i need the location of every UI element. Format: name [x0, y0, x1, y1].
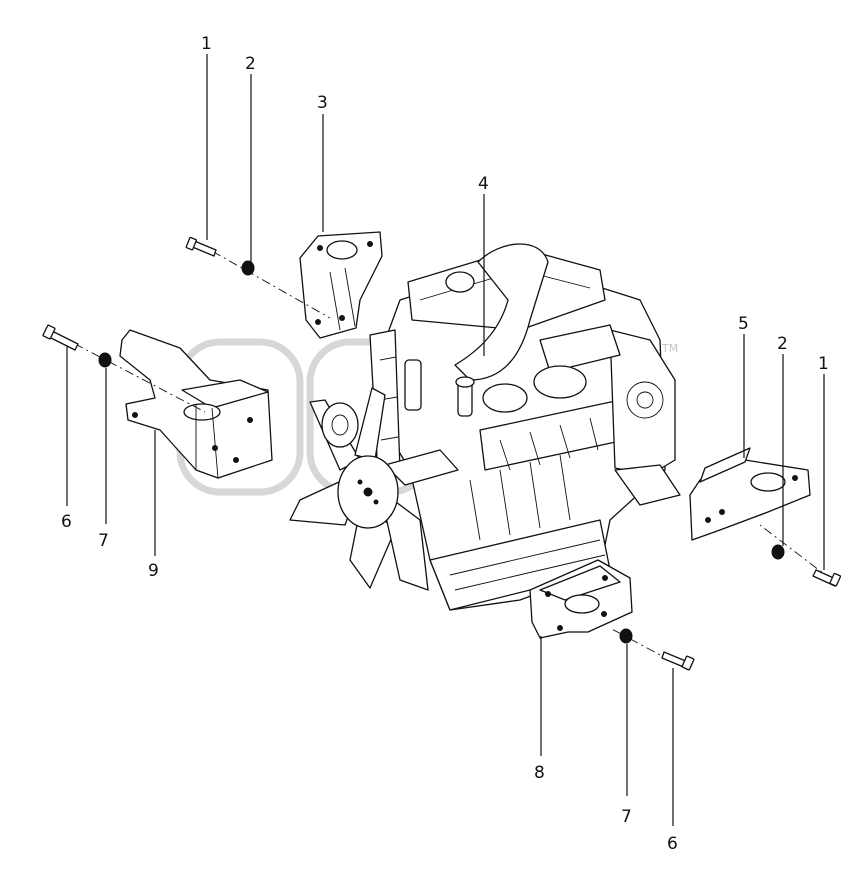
engine-mount-bracket-3 [299, 231, 383, 339]
callout-3: 3 [317, 93, 328, 113]
engine-mount-bracket-8 [529, 559, 633, 639]
watermark-trademark: TM [661, 342, 678, 355]
engine-mount-bracket-5 [689, 447, 811, 541]
engine-assembly [289, 243, 681, 611]
bolt-1-top [185, 236, 217, 257]
callout-1-right: 1 [818, 354, 829, 374]
callouts: 1 2 3 4 5 2 1 6 7 9 8 7 6 [61, 34, 829, 854]
fasteners [42, 236, 842, 671]
callout-9: 9 [148, 561, 159, 581]
callout-6-bottom: 6 [667, 834, 678, 854]
washer-2-top [241, 260, 255, 276]
engine-mount-bracket-9 [119, 329, 273, 479]
washer-7-bottom [619, 628, 633, 644]
callout-1-top: 1 [201, 34, 212, 54]
callout-5: 5 [738, 314, 749, 334]
bolt-1-right [812, 569, 842, 587]
bolt-6-left [42, 324, 79, 351]
washer-2-right [771, 544, 785, 560]
callout-2-right: 2 [777, 334, 788, 354]
callout-7-left: 7 [98, 531, 109, 551]
washer-7-left [98, 352, 112, 368]
callout-6-left: 6 [61, 512, 72, 532]
callout-8: 8 [534, 763, 545, 783]
leader-lines [66, 54, 825, 826]
callout-2-top: 2 [245, 54, 256, 74]
bolt-6-bottom [661, 651, 695, 671]
callout-4: 4 [478, 174, 489, 194]
callout-7-bottom: 7 [621, 807, 632, 827]
